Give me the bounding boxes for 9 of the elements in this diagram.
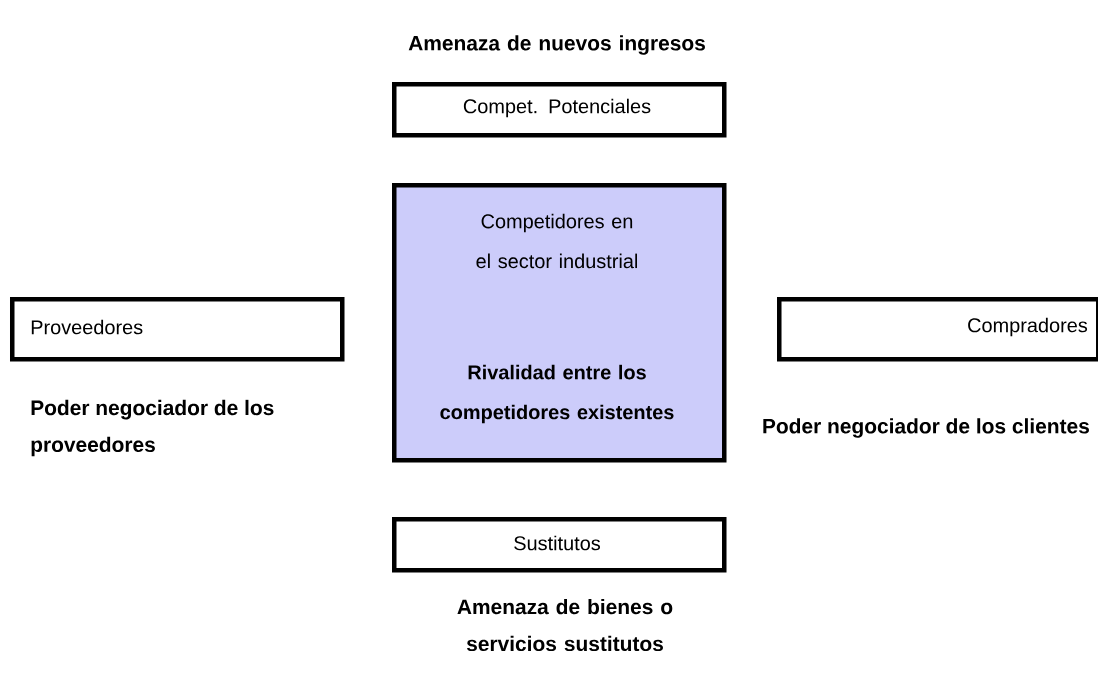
force-box: Compet. Potenciales <box>392 82 727 138</box>
force-box: Compradores <box>777 297 1098 362</box>
force-caption: Poder negociador de los proveedores <box>31 399 274 457</box>
force-caption: Amenaza de nuevos ingresos <box>408 35 705 55</box>
industry-box: Competidores en el sector industrial Rivalidad entre los competidores existentes <box>392 183 727 463</box>
force-box: Sustitutos <box>392 517 727 573</box>
force-box: Proveedores <box>10 297 345 362</box>
force-caption: Amenaza de bienes o servicios sustitutos <box>457 598 673 652</box>
force-caption: Poder negociador de los clientes <box>763 418 1089 438</box>
